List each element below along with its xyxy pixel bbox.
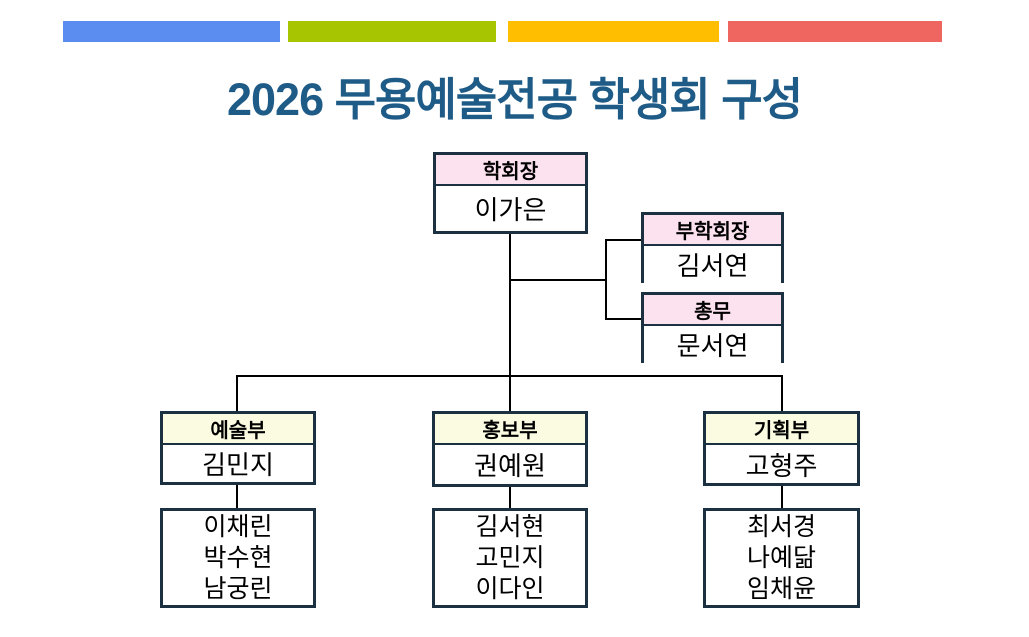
connector-drop-art bbox=[236, 375, 238, 411]
accent-bar-red bbox=[728, 21, 942, 42]
connector-art-members bbox=[236, 483, 238, 508]
org-box-treasurer: 총무 문서연 bbox=[641, 292, 784, 363]
connector-planning-members bbox=[781, 484, 783, 508]
role-label-dept-pr: 홍보부 bbox=[435, 414, 585, 445]
connector-drop-planning bbox=[781, 375, 783, 411]
org-box-dept-pr: 홍보부 권예원 bbox=[432, 411, 588, 487]
role-label-dept-planning: 기획부 bbox=[706, 414, 857, 445]
member-name: 남궁린 bbox=[203, 574, 273, 603]
person-name-dept-pr: 권예원 bbox=[435, 445, 585, 484]
org-box-dept-art: 예술부 김민지 bbox=[160, 411, 316, 485]
org-box-president: 학회장 이가은 bbox=[433, 152, 588, 234]
org-box-dept-planning: 기획부 고형주 bbox=[703, 411, 860, 486]
connector-president-stem bbox=[509, 234, 511, 412]
connector-branch-right bbox=[509, 279, 607, 281]
connector-to-treasurer bbox=[605, 318, 643, 320]
role-label-treasurer: 총무 bbox=[644, 295, 781, 326]
connector-distribution bbox=[236, 375, 783, 377]
role-label-president: 학회장 bbox=[436, 155, 585, 186]
person-name-dept-planning: 고형주 bbox=[706, 445, 857, 483]
member-name: 박수현 bbox=[203, 543, 273, 572]
org-box-members-planning: 최서경 나예닮 임채윤 bbox=[703, 508, 860, 608]
connector-pr-members bbox=[509, 485, 511, 508]
member-name: 최서경 bbox=[746, 512, 816, 541]
accent-bar-yellow bbox=[508, 21, 719, 42]
person-name-dept-art: 김민지 bbox=[163, 445, 313, 482]
accent-bar-blue bbox=[63, 21, 280, 42]
role-label-vice-president: 부학회장 bbox=[644, 215, 781, 246]
connector-bracket-vertical bbox=[605, 239, 607, 320]
member-name: 이다인 bbox=[475, 574, 545, 603]
role-label-dept-art: 예술부 bbox=[163, 414, 313, 445]
accent-bar-green bbox=[288, 21, 496, 42]
connector-to-vice-president bbox=[605, 239, 643, 241]
slide-title: 2026 무용예술전공 학생회 구성 bbox=[226, 74, 803, 125]
person-name-treasurer: 문서연 bbox=[644, 326, 781, 363]
person-name-vice-president: 김서연 bbox=[644, 246, 781, 283]
member-name: 고민지 bbox=[475, 543, 545, 572]
member-name: 이채린 bbox=[203, 512, 273, 541]
member-name: 임채윤 bbox=[746, 574, 816, 603]
org-box-vice-president: 부학회장 김서연 bbox=[641, 212, 784, 283]
org-box-members-pr: 김서현 고민지 이다인 bbox=[432, 508, 588, 608]
member-name: 나예닮 bbox=[746, 543, 816, 572]
person-name-president: 이가은 bbox=[436, 186, 585, 231]
org-box-members-art: 이채린 박수현 남궁린 bbox=[160, 508, 316, 608]
member-name: 김서현 bbox=[475, 512, 545, 541]
